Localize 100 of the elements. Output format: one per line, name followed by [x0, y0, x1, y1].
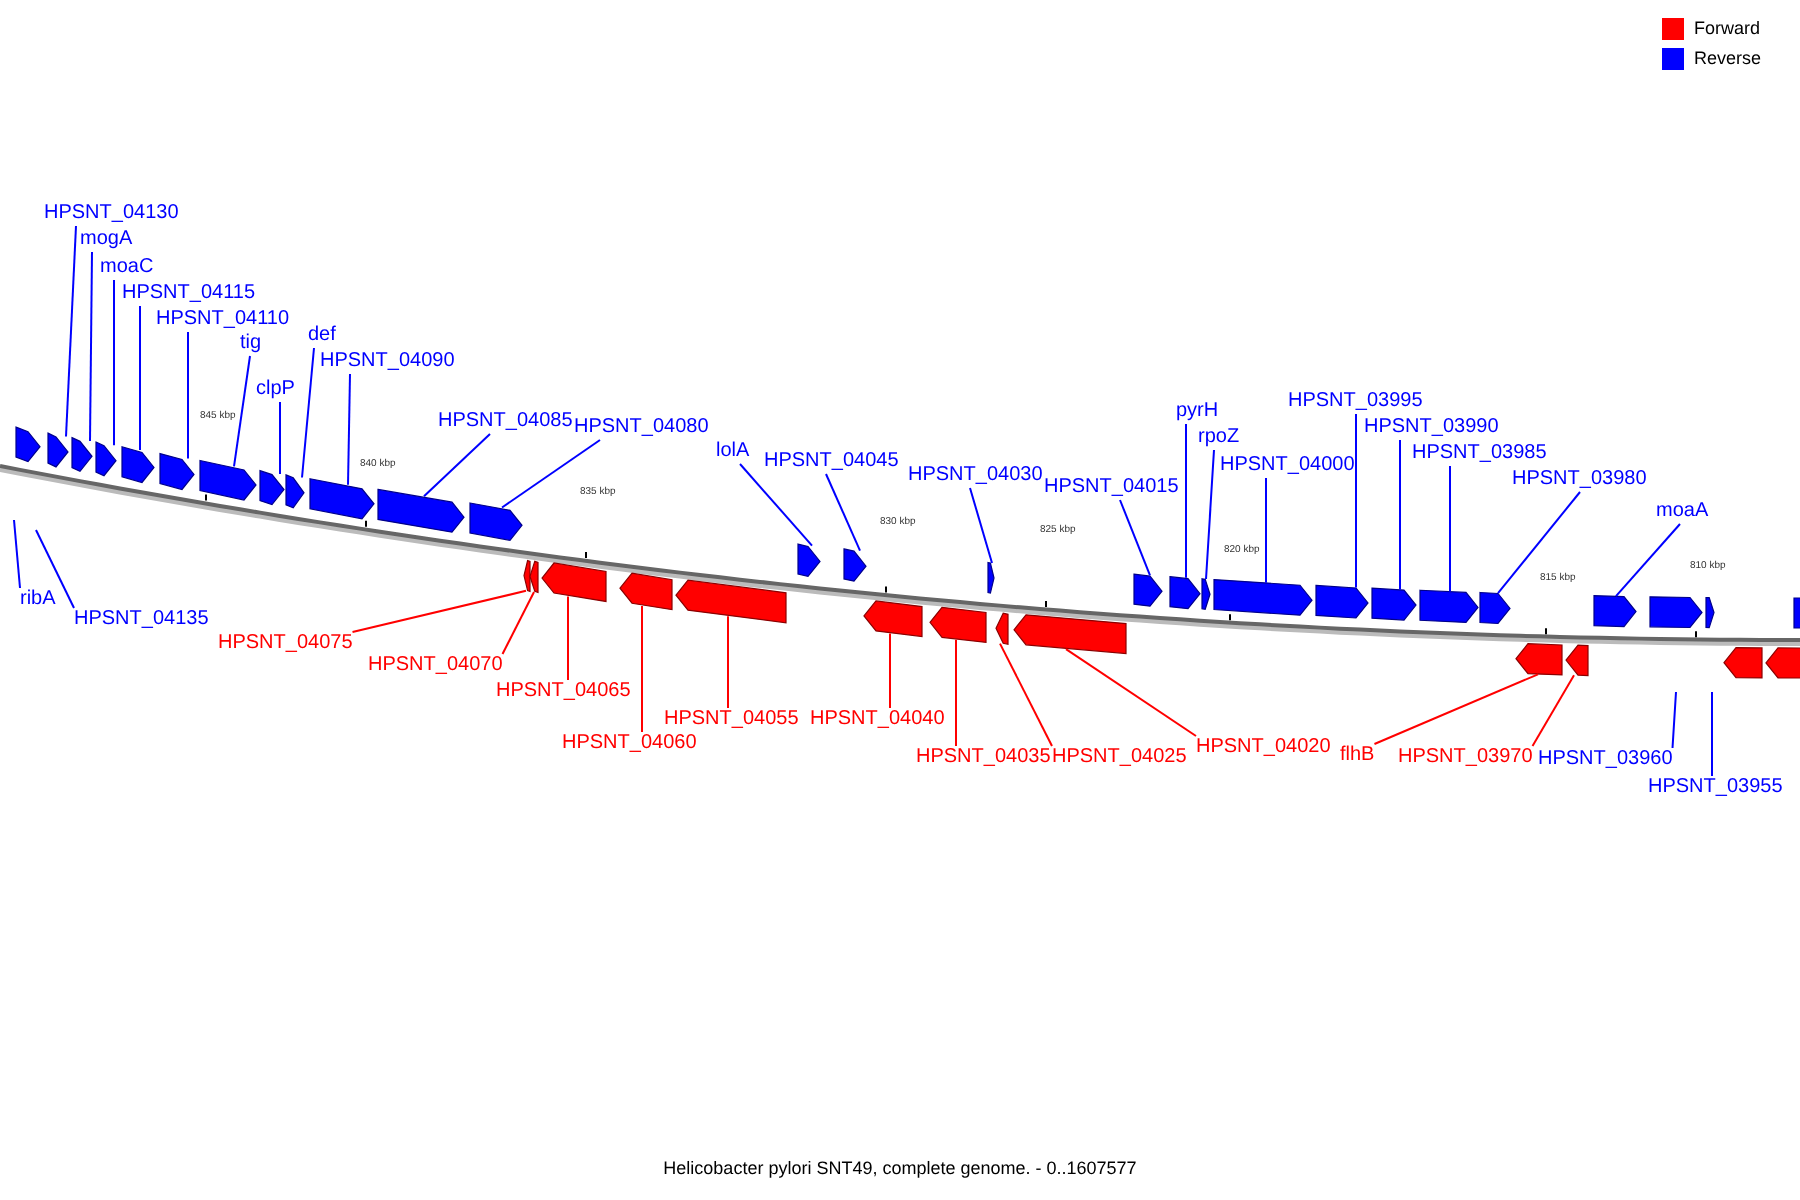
- legend-label: Forward: [1694, 18, 1763, 40]
- gene-label: HPSNT_04115: [122, 282, 256, 306]
- gene-label: moaC: [100, 256, 154, 280]
- gene-label: HPSNT_04055: [664, 708, 799, 732]
- gene-label: HPSNT_04090: [320, 350, 455, 374]
- gene-label: HPSNT_04135: [74, 608, 209, 632]
- gene-feature: [47, 432, 69, 468]
- gene-feature: [377, 488, 465, 533]
- gene-label: rpoZ: [1198, 426, 1240, 450]
- leader-line: [727, 615, 729, 709]
- gene-feature: [1419, 589, 1479, 624]
- gene-feature: [1793, 597, 1800, 629]
- gene-feature: [469, 502, 523, 541]
- gene-feature: [1013, 614, 1127, 655]
- leader-line: [347, 373, 351, 486]
- gene-feature: [95, 441, 117, 477]
- leader-line: [1497, 491, 1581, 595]
- gene-feature: [995, 612, 1009, 646]
- leader-line: [1671, 691, 1677, 749]
- leader-line: [1355, 413, 1357, 589]
- gene-label: HPSNT_04045: [764, 450, 899, 474]
- leader-line: [501, 439, 601, 509]
- leader-line: [999, 642, 1053, 747]
- leader-line: [1265, 477, 1267, 584]
- gene-feature: [71, 436, 93, 473]
- gene-label: tig: [240, 332, 262, 356]
- leader-line: [35, 529, 75, 609]
- gene-feature: [15, 426, 41, 463]
- gene-feature: [285, 474, 305, 509]
- gene-feature: [1371, 587, 1417, 621]
- gene-label: HPSNT_04085: [438, 410, 573, 434]
- leader-line: [301, 347, 315, 479]
- leader-line: [1205, 449, 1215, 581]
- gene-feature: [1479, 591, 1511, 625]
- leader-line: [1449, 465, 1451, 593]
- legend-label: Reverse: [1694, 48, 1764, 70]
- gene-feature: [987, 561, 995, 594]
- gene-label: HPSNT_03955: [1648, 776, 1783, 800]
- leader-line: [1399, 439, 1401, 591]
- gene-label: HPSNT_04110: [156, 308, 290, 332]
- gene-label: HPSNT_04015: [1044, 476, 1179, 500]
- leader-line: [889, 632, 891, 709]
- gene-feature: [929, 606, 987, 644]
- leader-line: [825, 473, 861, 552]
- gene-feature: [1593, 595, 1637, 628]
- leader-line: [501, 590, 535, 655]
- gene-feature: [863, 600, 923, 638]
- leader-line: [187, 331, 189, 460]
- gene-label: HPSNT_03990: [1364, 416, 1499, 440]
- gene-label: HPSNT_04000: [1220, 454, 1355, 478]
- gene-label: HPSNT_03995: [1288, 390, 1423, 414]
- gene-feature: [309, 478, 375, 520]
- gene-label: HPSNT_04060: [562, 732, 697, 756]
- leader-line: [641, 605, 643, 733]
- leader-line: [969, 487, 993, 564]
- gene-label: HPSNT_04130: [44, 202, 179, 226]
- gene-label: HPSNT_04040: [810, 708, 945, 732]
- gene-label: def: [308, 324, 336, 348]
- gene-label: HPSNT_03985: [1412, 442, 1547, 466]
- gene-label: mogA: [80, 228, 133, 252]
- leader-line: [739, 463, 813, 547]
- leader-line: [1119, 499, 1151, 577]
- gene-label: HPSNT_04070: [368, 654, 503, 678]
- gene-label: moaA: [1656, 500, 1709, 524]
- leader-line: [113, 279, 115, 447]
- gene-label: HPSNT_04080: [574, 416, 709, 440]
- gene-label: clpP: [256, 378, 295, 402]
- gene-label: HPSNT_04030: [908, 464, 1043, 488]
- leader-line: [423, 433, 491, 498]
- gene-label: HPSNT_03970: [1398, 746, 1533, 770]
- gene-label: HPSNT_04035: [916, 746, 1051, 770]
- leader-line: [1615, 523, 1681, 598]
- leader-line: [1065, 648, 1197, 737]
- gene-label: HPSNT_03980: [1512, 468, 1647, 492]
- leader-line: [567, 595, 569, 681]
- leader-line: [1185, 423, 1187, 579]
- gene-feature: [1315, 584, 1369, 619]
- gene-feature: [121, 446, 155, 484]
- gene-feature: [159, 452, 195, 491]
- leader-line: [65, 225, 77, 438]
- leader-line: [1373, 673, 1539, 745]
- gene-label: HPSNT_04065: [496, 680, 631, 704]
- gene-label: HPSNT_04075: [218, 632, 353, 656]
- gene-label: HPSNT_04020: [1196, 736, 1331, 760]
- leader-line: [139, 305, 141, 451]
- leader-line: [233, 355, 251, 468]
- leader-line: [955, 638, 957, 747]
- leader-line: [351, 589, 527, 633]
- gene-feature: [797, 543, 821, 578]
- gene-label: HPSNT_03960: [1538, 748, 1673, 772]
- gene-feature: [1133, 573, 1163, 607]
- gene-feature: [619, 572, 673, 611]
- gene-feature: [523, 559, 531, 593]
- gene-label: pyrH: [1176, 400, 1219, 424]
- leader-line: [1531, 674, 1575, 747]
- leader-line: [13, 519, 21, 589]
- leader-line: [89, 251, 93, 442]
- leader-line: [279, 401, 281, 475]
- gene-label: ribA: [20, 588, 56, 612]
- gene-feature: [843, 548, 867, 582]
